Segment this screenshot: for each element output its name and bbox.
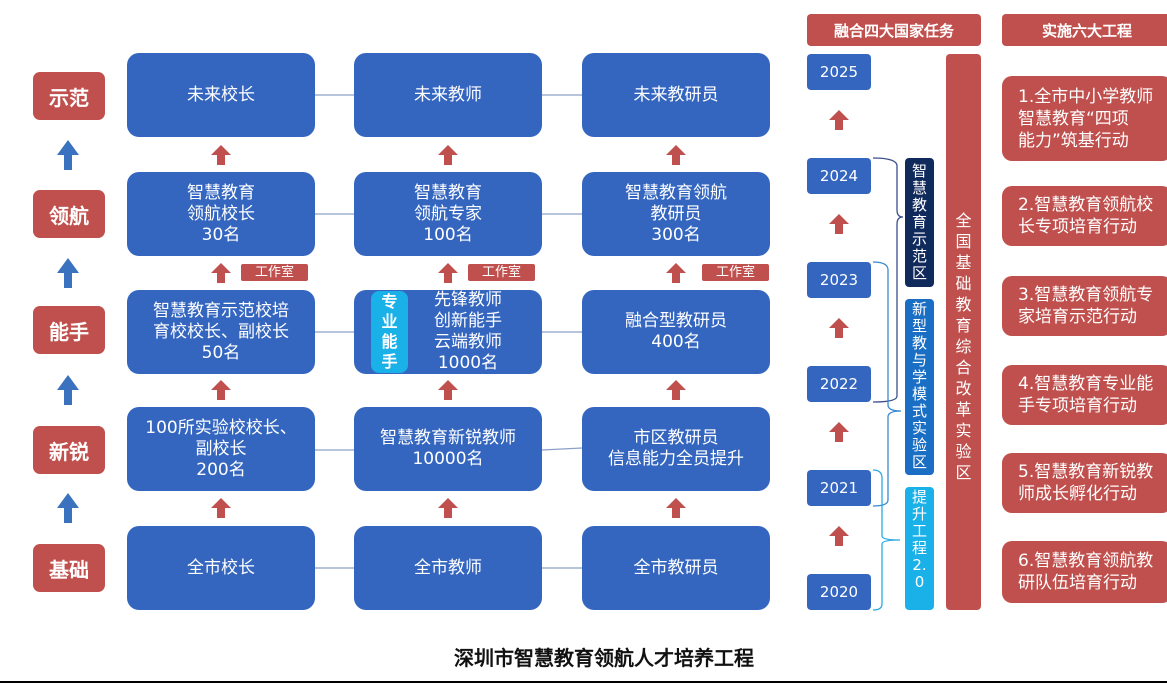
box-lead-expert: 智慧教育 领航专家 100名 [354, 172, 542, 256]
box-rising-teacher: 智慧教育新锐教师 10000名 [354, 407, 542, 491]
box-all-teachers: 全市教师 [354, 526, 542, 610]
box-demo-school-principal: 智慧教育示范校培 育校校长、副校长 50名 [127, 290, 315, 374]
level-label-lead: 领航 [33, 190, 105, 238]
action-6: 6.智慧教育领航教 研队伍培育行动 [1002, 541, 1167, 603]
level-label-base: 基础 [33, 544, 105, 592]
zone-smart-demo: 智慧教育示范区 [905, 158, 934, 287]
year-2021: 2021 [807, 470, 871, 506]
studio-tag: 工作室 [702, 264, 769, 281]
studio-tag: 工作室 [241, 264, 308, 281]
action-4: 4.智慧教育专业能 手专项培育行动 [1002, 365, 1167, 425]
up-arrow-icon [57, 258, 79, 288]
action-3: 3.智慧教育领航专 家培育示范行动 [1002, 276, 1167, 336]
level-label-demo: 示范 [33, 72, 105, 120]
box-lead-researcher: 智慧教育领航 教研员 300名 [582, 172, 770, 256]
year-2022: 2022 [807, 366, 871, 402]
expert-badge: 专业能手 [371, 291, 408, 373]
box-lead-principal: 智慧教育 领航校长 30名 [127, 172, 315, 256]
year-2020: 2020 [807, 574, 871, 610]
up-arrow-icon [57, 375, 79, 405]
tasks-header: 融合四大国家任务 [807, 14, 981, 46]
up-arrow-icon [57, 493, 79, 523]
zone-national-reform: 全国基础教育综合改革实验区 [946, 54, 981, 610]
studio-tag: 工作室 [468, 264, 535, 281]
up-arrow-icon [57, 140, 79, 170]
level-label-rising: 新锐 [33, 426, 105, 474]
projects-header: 实施六大工程 [1002, 14, 1167, 46]
action-5: 5.智慧教育新锐教 师成长孵化行动 [1002, 453, 1167, 513]
zone-upgrade: 提升工程2.0 [905, 487, 934, 610]
box-integrated-researcher: 融合型教研员 400名 [582, 290, 770, 374]
box-future-researcher: 未来教研员 [582, 53, 770, 137]
diagram-title: 深圳市智慧教育领航人才培养工程 [454, 646, 754, 670]
box-all-researchers: 全市教研员 [582, 526, 770, 610]
year-2024: 2024 [807, 158, 871, 194]
box-pilot-principal: 100所实验校校长、 副校长 200名 [127, 407, 315, 491]
box-future-teacher: 未来教师 [354, 53, 542, 137]
action-2: 2.智慧教育领航校 长专项培育行动 [1002, 186, 1167, 246]
year-2023: 2023 [807, 262, 871, 298]
box-city-researcher: 市区教研员 信息能力全员提升 [582, 407, 770, 491]
level-label-expert: 能手 [33, 306, 105, 354]
zone-new-model: 新型教与学模式实验区 [905, 299, 934, 475]
action-1: 1.全市中小学教师 智慧教育“四项 能力”筑基行动 [1002, 76, 1167, 161]
year-2025: 2025 [807, 54, 871, 90]
box-future-principal: 未来校长 [127, 53, 315, 137]
box-all-principals: 全市校长 [127, 526, 315, 610]
